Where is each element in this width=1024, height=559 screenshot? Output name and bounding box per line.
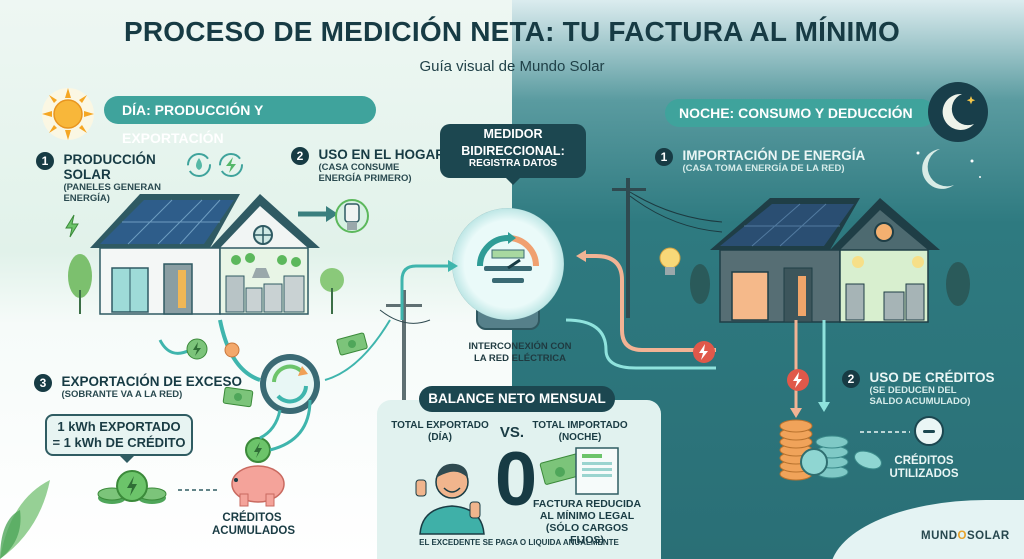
credit-coins-icon (97, 470, 167, 504)
minus-icon (914, 416, 944, 446)
energy-cycle-icon (219, 153, 243, 177)
versus-label: VS. (499, 424, 525, 441)
day-step-3: 3 EXPORTACIÓN DE EXCESO (SOBRANTE VA A L… (34, 374, 242, 402)
day-step-2: 2 USO EN EL HOGAR (CASA CONSUME ENERGÍA … (291, 147, 445, 186)
bill-receipt-icon (539, 447, 619, 495)
step-subtitle: (SOBRANTE VA A LA RED) (61, 389, 183, 400)
label-text: (NOCHE) (558, 432, 602, 443)
light-bulb-icon (298, 199, 369, 233)
water-cycle-icon (187, 153, 211, 177)
callout-text: = 1 kWh DE CRÉDITO (52, 435, 186, 450)
step-subtitle: (CASA CONSUME (318, 162, 400, 173)
moon-badge (928, 82, 988, 142)
step-subtitle: ENERGÍA) (63, 193, 110, 204)
step-title: IMPORTACIÓN DE ENERGÍA (682, 148, 866, 163)
callout-text: REGISTRA DATOS (468, 158, 558, 169)
credits-accumulated-label: CRÉDITOS ACUMULADOS (212, 512, 296, 538)
brand-text: SOLAR (966, 530, 1010, 542)
brand-logo: MUNDOSOLAR (921, 530, 1010, 542)
label-text: TOTAL IMPORTADO (532, 420, 628, 431)
step-title: EXPORTACIÓN DE EXCESO (61, 374, 242, 389)
utility-pole-night (612, 178, 723, 318)
dashed-connector (860, 431, 910, 433)
money-bill-icon (336, 332, 368, 356)
step-title: USO DE CRÉDITOS (869, 370, 995, 385)
step-subtitle: SALDO ACUMULADO) (869, 396, 971, 407)
label-text: FACTURA REDUCIDA (532, 498, 642, 510)
step-subtitle: (PANELES GENERAN (63, 182, 161, 193)
day-step-1: 1 PRODUCCIÓN SOLAR (PANELES GENERAN ENER… (36, 152, 161, 206)
export-flow-arrows (158, 319, 391, 452)
night-moon-icon (916, 149, 981, 189)
label-text: CRÉDITOS (894, 455, 954, 467)
label-text: AL MÍNIMO LEGAL (539, 510, 635, 522)
callout-text: BIDIRECCIONAL: (461, 144, 565, 158)
step-subtitle: (SE DEDUCEN DEL (869, 385, 957, 396)
page-title: PROCESO DE MEDICIÓN NETA: TU FACTURA AL … (123, 16, 901, 47)
balance-title: BALANCE NETO MENSUAL (419, 386, 615, 412)
step-number: 2 (842, 370, 860, 388)
night-step-2: 2 USO DE CRÉDITOS (SE DEDUCEN DEL SALDO … (842, 370, 994, 409)
bolt-coin-icon (186, 338, 208, 360)
net-balance-value: 0 (494, 437, 538, 522)
meter-dial-icon (477, 232, 540, 283)
label-text: LA RED ELÉCTRICA (473, 353, 566, 364)
callout-text: 1 kWh EXPORTADO (57, 419, 181, 434)
coin-stacks-icon (779, 419, 882, 481)
energy-alert-icon (693, 341, 715, 363)
bidirectional-meter-icon (452, 208, 564, 320)
step-subtitle: ENERGÍA PRIMERO) (318, 173, 412, 184)
grid-flow-lines (400, 250, 716, 370)
reduced-bill-label: FACTURA REDUCIDA AL MÍNIMO LEGAL (SÓLO C… (532, 498, 642, 546)
total-imported-label: TOTAL IMPORTADO (NOCHE) (530, 420, 630, 444)
dashed-connector (178, 489, 218, 491)
moon-icon (942, 93, 976, 130)
sun-icon (42, 88, 94, 140)
step-title: PRODUCCIÓN (63, 152, 156, 167)
exchange-cycle-icon (260, 354, 320, 414)
step-title: USO EN EL HOGAR (318, 147, 445, 162)
label-text: INTERCONEXIÓN CON (468, 341, 572, 352)
interconnection-label: INTERCONEXIÓN CON LA RED ELÉCTRICA (460, 341, 580, 365)
credits-used-label: CRÉDITOS UTILIZADOS (888, 455, 960, 481)
energy-bolt-icon (65, 214, 79, 238)
night-section-label: NOCHE: CONSUMO Y DEDUCCIÓN (665, 99, 935, 127)
happy-person-thumbs-up-icon (415, 463, 485, 535)
step-title: SOLAR (63, 167, 111, 182)
bidirectional-meter-callout: MEDIDOR BIDIRECCIONAL: REGISTRA DATOS (440, 124, 586, 185)
label-text: CRÉDITOS (222, 512, 282, 524)
label-text: (DÍA) (428, 432, 452, 443)
night-step-1: 1 IMPORTACIÓN DE ENERGÍA (CASA TOMA ENER… (655, 148, 865, 176)
label-text: (SÓLO CARGOS FIJOS) (545, 522, 629, 546)
brand-sun-o: O (957, 530, 967, 542)
kwh-credit-callout: 1 kWh EXPORTADO = 1 kWh DE CRÉDITO (45, 414, 193, 463)
energy-alert-icon (787, 369, 809, 391)
step-number: 3 (34, 374, 52, 392)
dollar-coin-icon (224, 342, 240, 358)
day-house-illustration (68, 194, 344, 315)
step-subtitle: (CASA TOMA ENERGÍA DE LA RED) (682, 163, 845, 174)
step-number: 1 (36, 152, 54, 170)
glowing-bulb-icon (659, 247, 681, 275)
page-subtitle: Guía visual de Mundo Solar (419, 58, 605, 75)
callout-text: MEDIDOR (483, 127, 543, 141)
label-text: TOTAL EXPORTADO (391, 420, 489, 431)
day-section-label: DÍA: PRODUCCIÓN Y EXPORTACIÓN (104, 96, 376, 146)
label-text: ACUMULADOS (212, 525, 296, 537)
label-text: UTILIZADOS (889, 468, 959, 480)
leaves-decoration (0, 480, 50, 559)
money-bill-icon (222, 386, 254, 408)
brand-text: MUND (921, 530, 958, 542)
night-house-illustration (690, 198, 970, 323)
step-number: 1 (655, 148, 673, 166)
import-flow-arrows (790, 320, 830, 418)
step-number: 2 (291, 147, 309, 165)
balance-footnote: EL EXCEDENTE SE PAGA O LIQUIDA ANUALMENT… (419, 538, 619, 547)
utility-pole-day (379, 290, 431, 410)
total-exported-label: TOTAL EXPORTADO (DÍA) (390, 420, 490, 444)
